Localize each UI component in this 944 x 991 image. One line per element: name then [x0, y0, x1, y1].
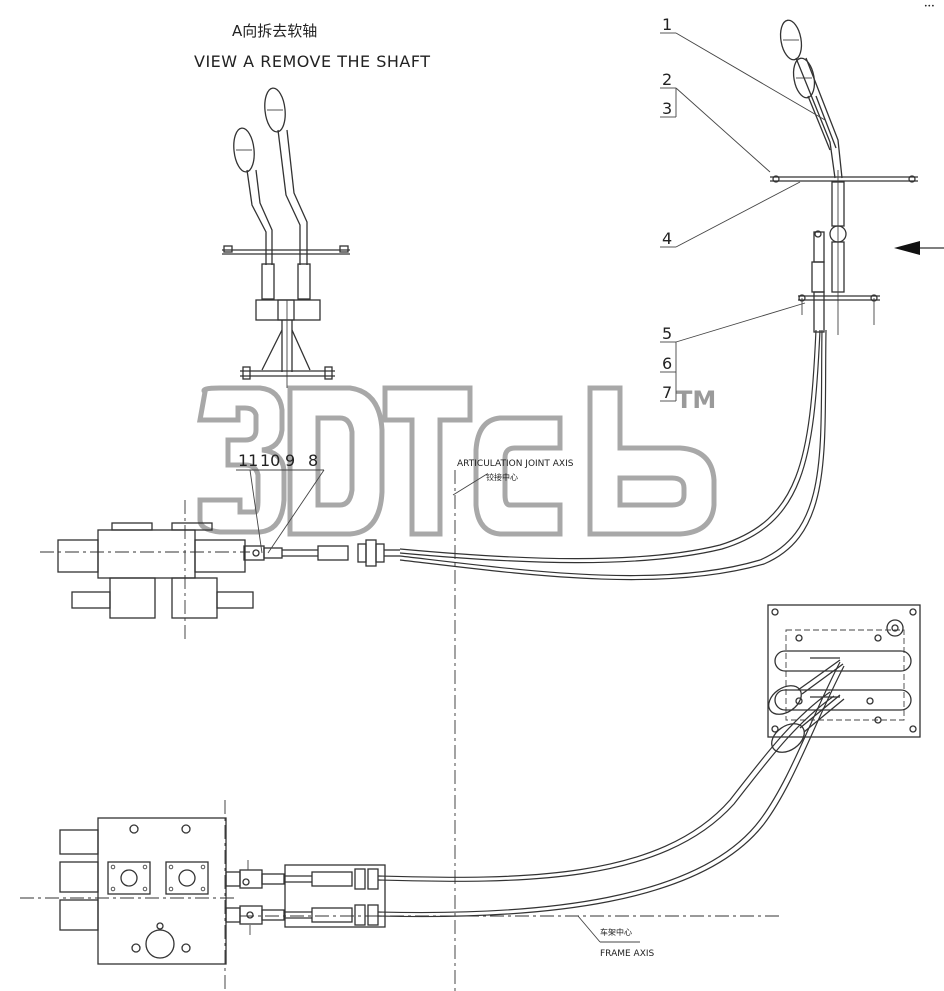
callouts-middle-left: 11 10 9 8	[236, 451, 325, 554]
articulation-axis: ARTICULATION JOINT AXIS 铰接中心	[452, 459, 574, 991]
watermark-logo: TM	[197, 385, 717, 537]
control-valve-upper	[40, 500, 400, 640]
corner-mark: •••	[924, 3, 935, 10]
cab-lever-assembly	[770, 19, 944, 335]
view-title-en: VIEW A REMOVE THE SHAFT	[194, 52, 431, 71]
view-a-lever-assembly	[222, 87, 350, 388]
view-arrow-icon	[894, 241, 920, 255]
cables-upper	[399, 329, 827, 581]
callout-8: 8	[308, 451, 318, 470]
callout-11: 11	[238, 451, 258, 470]
articulation-label-cn: 铰接中心	[486, 472, 518, 482]
frame-axis: 车架中心 FRAME AXIS	[240, 915, 780, 959]
articulation-label-en: ARTICULATION JOINT AXIS	[457, 459, 574, 469]
view-title-cn: A向拆去软轴	[232, 22, 317, 40]
watermark-tm: TM	[676, 386, 716, 414]
callouts-top-right: 1 2 3 4 5 6 7	[660, 15, 826, 402]
frame-label-cn: 车架中心	[600, 927, 632, 937]
cables-lower	[377, 661, 845, 918]
callout-7: 7	[662, 383, 672, 402]
callout-10: 10	[260, 451, 280, 470]
callout-4: 4	[662, 229, 672, 248]
callout-3: 3	[662, 99, 672, 118]
callout-1: 1	[662, 15, 672, 34]
lever-base-plate	[767, 604, 921, 753]
callout-9: 9	[285, 451, 295, 470]
callout-2: 2	[662, 70, 672, 89]
control-valve-lower	[20, 800, 386, 991]
frame-label-en: FRAME AXIS	[600, 949, 655, 959]
callout-6: 6	[662, 354, 672, 373]
callout-5: 5	[662, 324, 672, 343]
